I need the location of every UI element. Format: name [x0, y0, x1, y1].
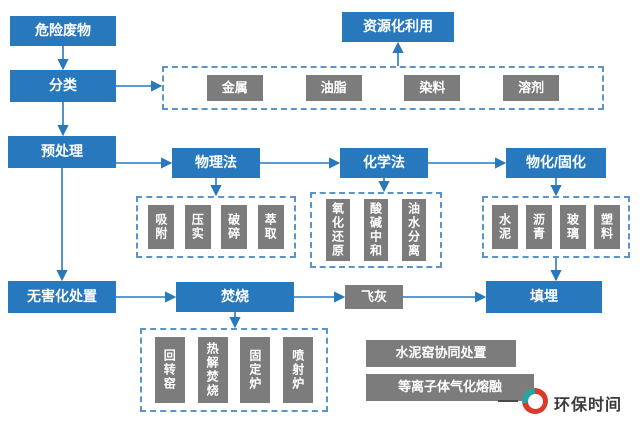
chip-cement: 水泥 — [492, 205, 518, 249]
chip-oil-water-sep: 油水分离 — [402, 199, 426, 261]
chip-compaction: 压实 — [184, 205, 211, 249]
node-fly-ash: 飞灰 — [345, 285, 403, 309]
chip-neutralization: 酸碱中和 — [364, 199, 388, 261]
node-pretreatment: 预处理 — [8, 136, 116, 168]
chip-cement-kiln-coprocessing: 水泥窑协同处置 — [366, 340, 516, 367]
brand-logo-icon — [522, 388, 548, 414]
brand-logo-center — [527, 393, 543, 409]
chip-plastic: 塑料 — [594, 205, 620, 249]
chip-plasma-gasification: 等离子体气化熔融 — [366, 374, 534, 401]
node-resource-utilization: 资源化利用 — [342, 12, 454, 42]
group-incinerator-types: 回转窑 热解焚烧 固定炉 喷射炉 — [140, 328, 328, 412]
brand-divider — [498, 400, 518, 402]
node-solidification-method: 物化/固化 — [506, 148, 606, 178]
node-classify: 分类 — [10, 70, 116, 102]
chip-fixed-furnace: 固定炉 — [240, 337, 271, 403]
chip-glass: 玻璃 — [560, 205, 586, 249]
group-solidify-materials: 水泥 沥青 玻璃 塑料 — [482, 196, 630, 258]
chip-rotary-kiln: 回转窑 — [154, 337, 185, 403]
chip-recyclable-metal: 金属 — [206, 75, 263, 101]
node-harmless-disposal: 无害化处置 — [8, 281, 116, 313]
brand-name: 环保时间 — [554, 397, 623, 414]
chip-pyrolysis-incin: 热解焚烧 — [197, 337, 228, 403]
group-chemical-techniques: 氧化还原 酸碱中和 油水分离 — [310, 192, 442, 268]
chip-recyclable-dye: 染料 — [404, 75, 461, 101]
chip-recyclable-oil: 油脂 — [305, 75, 362, 101]
node-hazardous-waste: 危险废物 — [10, 16, 116, 46]
chip-injection-furnace: 喷射炉 — [283, 337, 314, 403]
group-physical-techniques: 吸附 压实 破碎 萃取 — [136, 196, 296, 258]
chip-recyclable-solvent: 溶剂 — [503, 75, 560, 101]
chip-asphalt: 沥青 — [526, 205, 552, 249]
node-landfill: 填埋 — [486, 281, 602, 313]
chip-extraction: 萃取 — [257, 205, 284, 249]
node-physical-method: 物理法 — [172, 148, 260, 178]
chip-redox: 氧化还原 — [326, 199, 350, 261]
node-incineration: 焚烧 — [176, 282, 294, 312]
group-recyclables: 金属 油脂 染料 溶剂 — [162, 66, 604, 110]
chip-adsorption: 吸附 — [148, 205, 175, 249]
chip-crushing: 破碎 — [221, 205, 248, 249]
node-chemical-method: 化学法 — [340, 148, 428, 178]
